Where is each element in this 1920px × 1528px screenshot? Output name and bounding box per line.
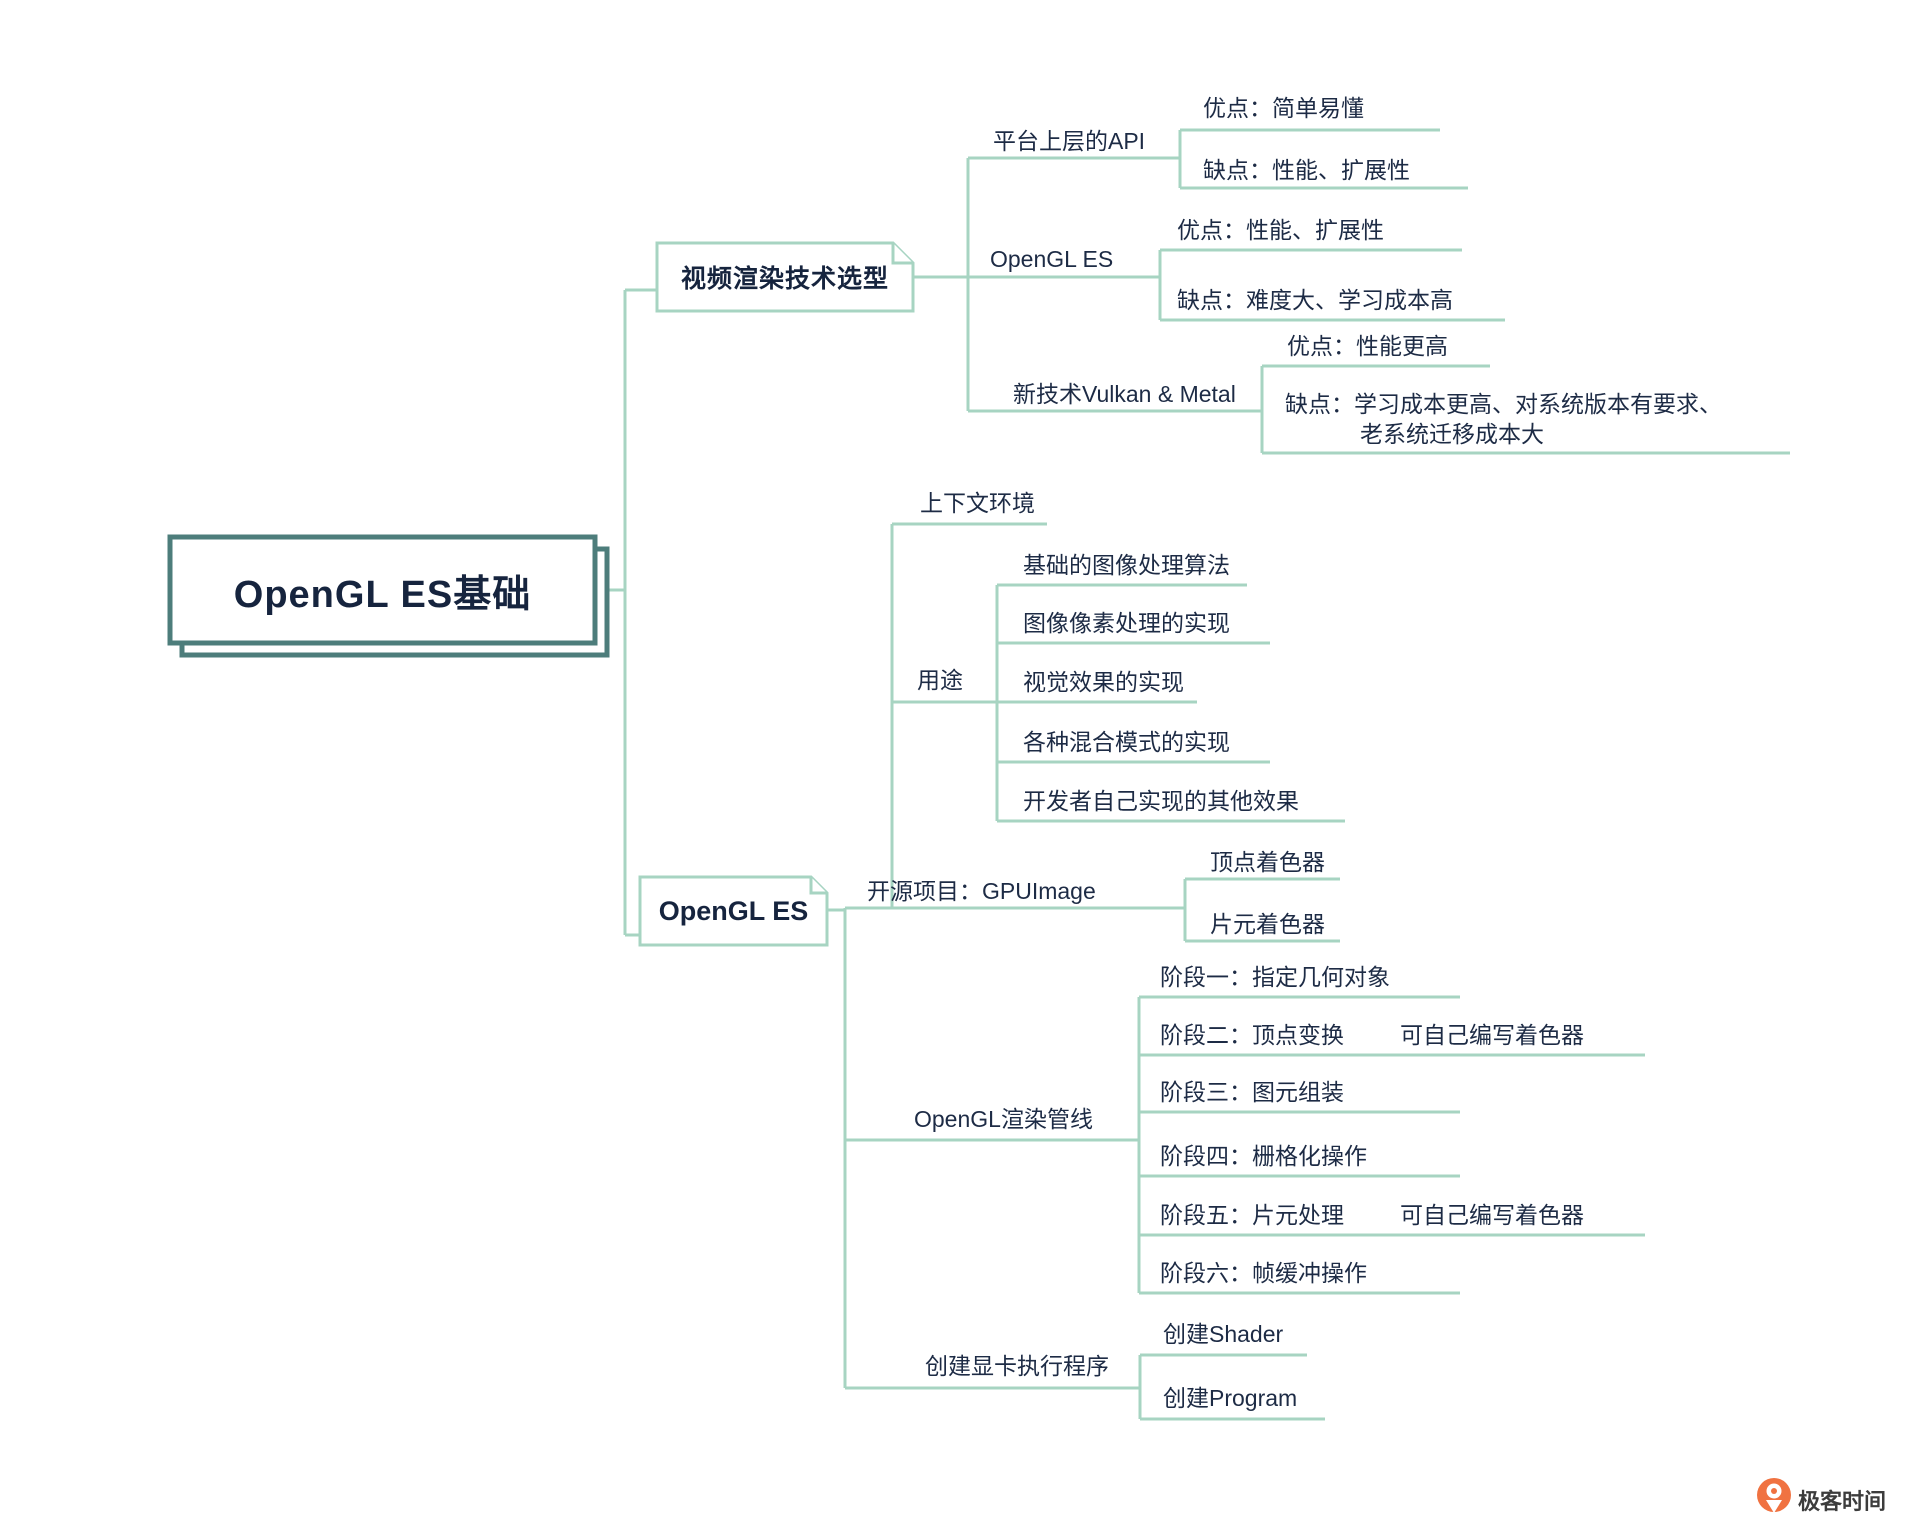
geektime-logo-icon	[1757, 1478, 1791, 1513]
node-usage-pixel-proc[interactable]: 图像像素处理的实现	[1023, 610, 1230, 636]
node-render-pipeline[interactable]: OpenGL渲染管线	[914, 1106, 1093, 1132]
node-stage3[interactable]: 阶段三：图元组装	[1160, 1079, 1344, 1105]
node-vulkan-cons-line1[interactable]: 缺点：学习成本更高、对系统版本有要求、	[1285, 391, 1722, 417]
node-opengl-es-pros[interactable]: 优点：性能、扩展性	[1177, 217, 1384, 243]
node-stage5-note[interactable]: 可自己编写着色器	[1400, 1202, 1584, 1228]
root-node-label[interactable]: OpenGL ES基础	[233, 573, 532, 616]
node-vertex-shader[interactable]: 顶点着色器	[1210, 849, 1325, 875]
node-usage-blend-modes[interactable]: 各种混合模式的实现	[1023, 729, 1230, 755]
node-opengl-es-branch-label[interactable]: OpenGL ES	[658, 895, 809, 926]
node-usage-visual-fx[interactable]: 视觉效果的实现	[1023, 669, 1184, 695]
branch2-box[interactable]	[638, 875, 829, 947]
node-vulkan-metal[interactable]: 新技术Vulkan & Metal	[1013, 381, 1236, 407]
node-create-shader[interactable]: 创建Shader	[1163, 1321, 1284, 1347]
node-vulkan-cons-line2[interactable]: 老系统迁移成本大	[1360, 421, 1544, 447]
branch1-box[interactable]	[655, 241, 915, 313]
node-video-render-tech-label[interactable]: 视频渲染技术选型	[680, 265, 889, 293]
node-create-program[interactable]: 创建Program	[1163, 1385, 1298, 1411]
geektime-brand-text: 极客时间	[1798, 1489, 1887, 1514]
node-opengl-es-option[interactable]: OpenGL ES	[990, 246, 1114, 272]
node-platform-api-cons[interactable]: 缺点：性能、扩展性	[1203, 157, 1410, 183]
node-usage-basic-algo[interactable]: 基础的图像处理算法	[1023, 552, 1230, 578]
node-opengl-es-cons[interactable]: 缺点：难度大、学习成本高	[1177, 287, 1453, 313]
node-stage1[interactable]: 阶段一：指定几何对象	[1160, 964, 1390, 990]
node-create-gpu-program[interactable]: 创建显卡执行程序	[925, 1353, 1109, 1379]
node-stage2-note[interactable]: 可自己编写着色器	[1400, 1022, 1584, 1048]
root-box[interactable]	[167, 534, 598, 646]
node-stage5[interactable]: 阶段五：片元处理	[1160, 1202, 1344, 1228]
node-usage[interactable]: 用途	[917, 667, 963, 693]
node-platform-api-pros[interactable]: 优点：简单易懂	[1203, 95, 1364, 121]
node-gpuimage[interactable]: 开源项目：GPUImage	[867, 878, 1096, 904]
node-stage6[interactable]: 阶段六：帧缓冲操作	[1160, 1260, 1367, 1286]
branch2-box-fold-icon	[809, 877, 827, 895]
connector-lines	[595, 128, 1790, 1421]
node-context-env[interactable]: 上下文环境	[920, 490, 1035, 516]
node-stage2[interactable]: 阶段二：顶点变换	[1160, 1022, 1344, 1048]
branch1-box-fold-icon	[891, 243, 913, 265]
node-platform-api[interactable]: 平台上层的API	[993, 128, 1146, 154]
node-fragment-shader[interactable]: 片元着色器	[1210, 911, 1325, 937]
node-usage-custom-fx[interactable]: 开发者自己实现的其他效果	[1023, 788, 1299, 814]
node-stage4[interactable]: 阶段四：栅格化操作	[1160, 1143, 1367, 1169]
node-vulkan-pros[interactable]: 优点：性能更高	[1287, 333, 1448, 359]
